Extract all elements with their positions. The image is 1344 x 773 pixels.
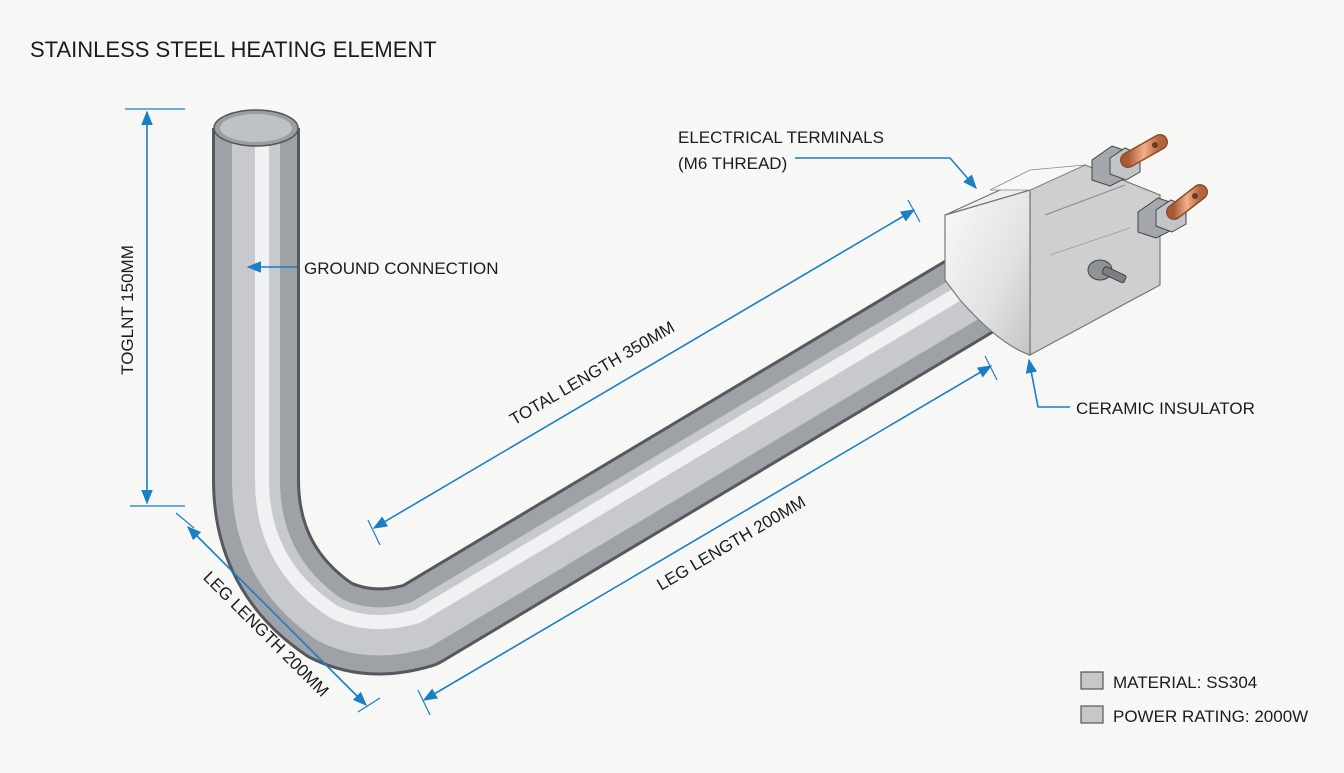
upper-terminal — [1091, 134, 1168, 187]
legend-item-power-rating: POWER RATING: 2000W — [1113, 707, 1308, 726]
vertical-dimension-label: TOGLNT 150MM — [118, 245, 137, 375]
ground-connection-label: GROUND CONNECTION — [304, 259, 499, 278]
electrical-terminals-label: ELECTRICAL TERMINALS — [678, 128, 884, 147]
legend: MATERIAL: SS304 POWER RATING: 2000W — [1080, 671, 1308, 726]
ceramic-insulator-callout: CERAMIC INSULATOR — [1025, 358, 1255, 418]
lower-terminal — [1137, 184, 1208, 239]
total-length-label: TOTAL LENGTH 350MM — [507, 317, 678, 429]
ceramic-insulator-label: CERAMIC INSULATOR — [1076, 399, 1255, 418]
electrical-terminals-callout: ELECTRICAL TERMINALS (M6 THREAD) — [678, 128, 977, 190]
diagram-title: STAINLESS STEEL HEATING ELEMENT — [30, 37, 437, 62]
terminal-head — [944, 164, 1161, 357]
legend-item-material: MATERIAL: SS304 — [1113, 673, 1257, 692]
legend-swatch — [1080, 671, 1104, 690]
vertical-dimension: TOGLNT 150MM — [118, 108, 185, 507]
electrical-terminals-thread-label: (M6 THREAD) — [678, 154, 787, 173]
legend-swatch — [1080, 705, 1104, 724]
